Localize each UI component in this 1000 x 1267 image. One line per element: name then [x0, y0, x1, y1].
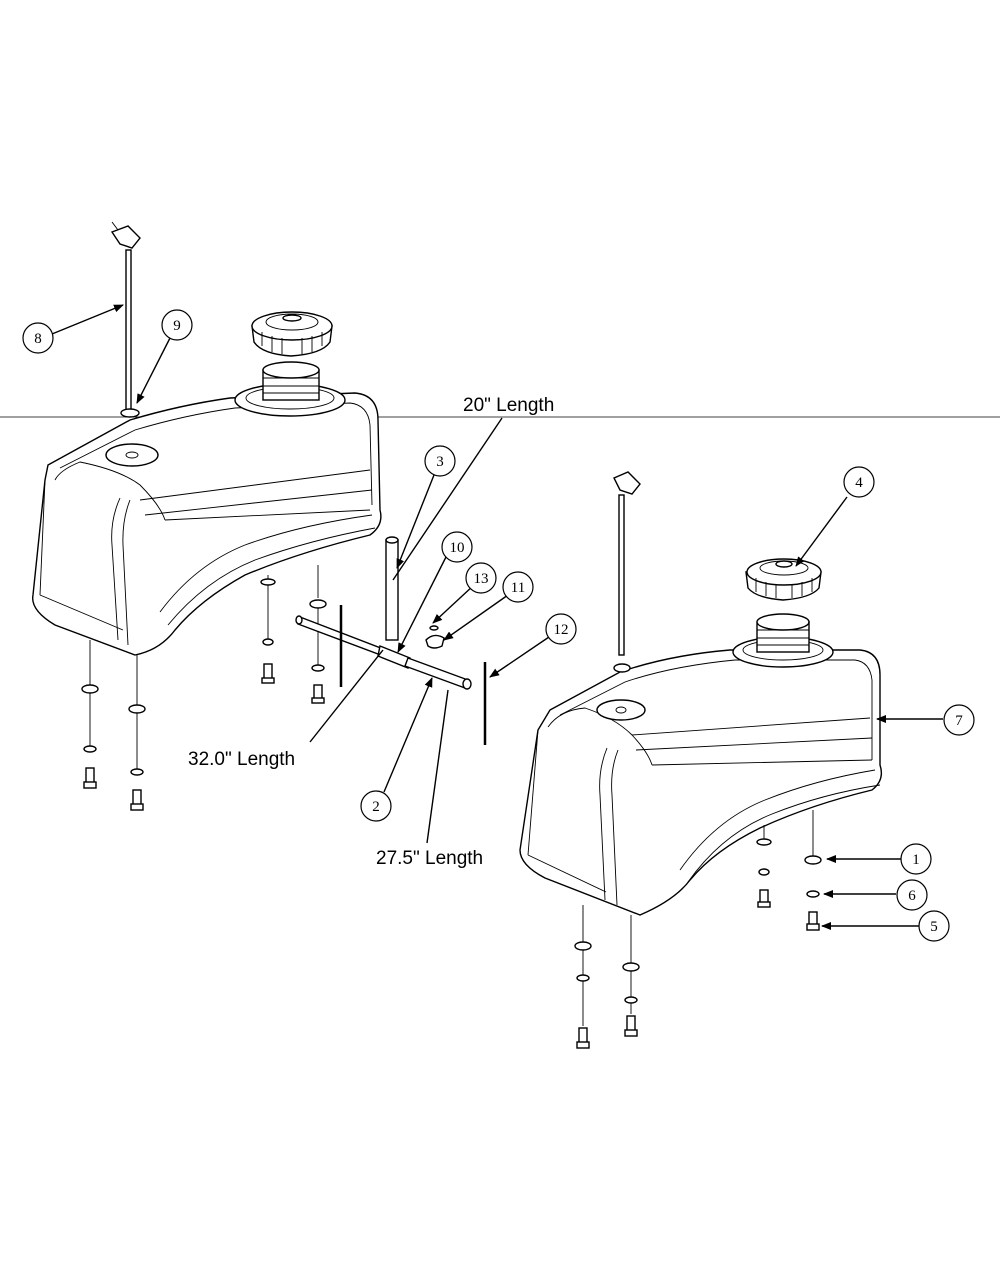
callout-label: 4 — [855, 475, 863, 491]
callout-label: 2 — [372, 799, 380, 815]
callout-label: 6 — [908, 888, 916, 904]
callout-2: 2 — [360, 790, 392, 822]
fuel-line-assembly — [295, 536, 487, 745]
right-fuel-tank — [519, 471, 883, 1049]
callout-label: 13 — [474, 571, 489, 587]
length-label-32: 32.0" Length — [188, 749, 295, 770]
callout-1: 1 — [900, 843, 932, 875]
fuel-cap-left — [251, 311, 333, 357]
callout-label: 12 — [554, 622, 569, 638]
left-fuel-tank — [31, 221, 382, 811]
length-label-20: 20" Length — [463, 395, 554, 416]
callout-label: 8 — [34, 331, 42, 347]
callout-5: 5 — [918, 910, 950, 942]
callout-13: 13 — [465, 562, 497, 594]
callout-9: 9 — [161, 309, 193, 341]
callout-10: 10 — [441, 531, 473, 563]
callout-3: 3 — [424, 445, 456, 477]
callout-4: 4 — [843, 466, 875, 498]
leader-lines — [51, 304, 943, 930]
callout-6: 6 — [896, 879, 928, 911]
left-hardware — [81, 578, 327, 811]
callout-7: 7 — [943, 704, 975, 736]
callout-label: 10 — [450, 540, 465, 556]
callout-12: 12 — [545, 613, 577, 645]
length-label-27: 27.5" Length — [376, 848, 483, 869]
callout-11: 11 — [502, 571, 534, 603]
callout-label: 11 — [511, 580, 525, 596]
callout-label: 5 — [930, 919, 938, 935]
callout-8: 8 — [22, 322, 54, 354]
callout-label: 9 — [173, 318, 181, 334]
callout-label: 3 — [436, 454, 444, 470]
callout-label: 1 — [912, 852, 920, 868]
callout-label: 7 — [955, 713, 963, 729]
right-hardware — [574, 810, 822, 1049]
fuel-cap-right — [745, 558, 822, 601]
